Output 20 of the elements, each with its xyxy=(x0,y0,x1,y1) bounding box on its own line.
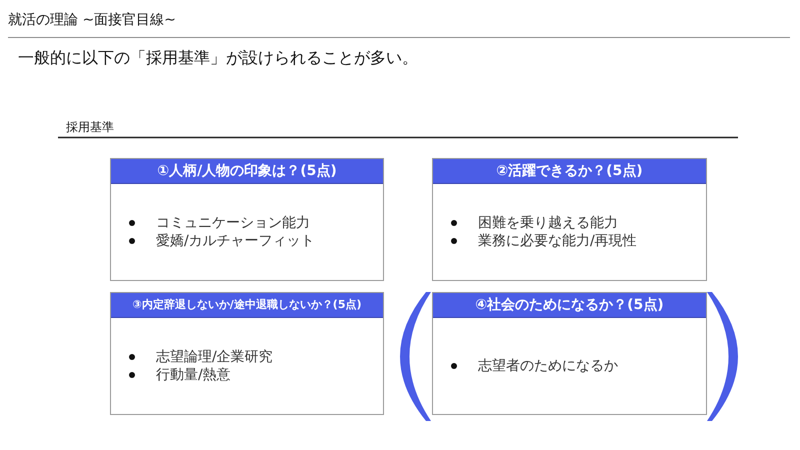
list-item-text: 志望論理/企業研究 xyxy=(156,348,273,366)
right-parenthesis xyxy=(707,292,738,421)
card-header: ④社会のためになるか？(5点) xyxy=(433,293,706,318)
list-item-text: 業務に必要な能力/再現性 xyxy=(478,232,637,250)
list-item-text: 行動量/熱意 xyxy=(156,366,231,384)
card-header: ③内定辞退しないか/途中退職しないか？(5点) xyxy=(111,293,383,318)
lead-sentence: 一般的に以下の「採用基準」が設けられることが多い。 xyxy=(18,47,418,69)
left-parenthesis xyxy=(400,292,431,421)
card-header: ②活躍できるか？(5点) xyxy=(433,159,706,184)
list-item-text: 志望者のためになるか xyxy=(478,357,618,375)
card-header: ①人柄/人物の印象は？(5点) xyxy=(111,159,383,184)
list-item-text: コミュニケーション能力 xyxy=(156,214,310,232)
page-title: 就活の理論 ~面接官目線~ xyxy=(8,11,176,30)
criteria-card xyxy=(432,158,707,281)
criteria-card xyxy=(110,292,384,415)
criteria-card xyxy=(110,158,384,281)
list-item-text: 困難を乗り越える能力 xyxy=(478,214,618,232)
section-heading: 採用基準 xyxy=(66,119,114,135)
criteria-card xyxy=(432,292,707,415)
list-item-text: 愛嬌/カルチャーフィット xyxy=(156,232,315,250)
